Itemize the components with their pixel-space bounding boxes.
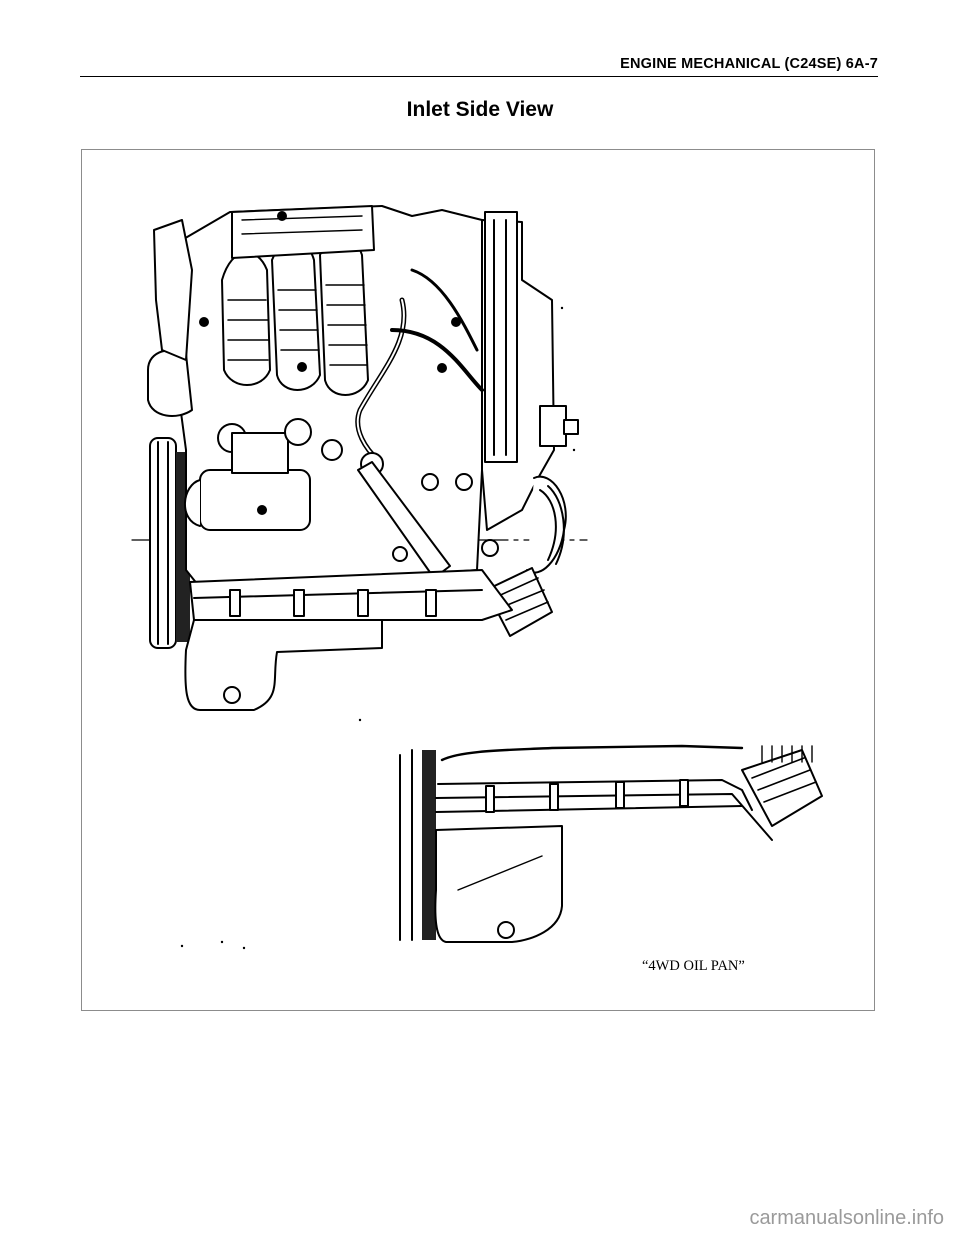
engine-illustration: [131, 205, 823, 950]
running-head: ENGINE MECHANICAL (C24SE) 6A-7: [620, 56, 878, 72]
figure-frame: “4WD OIL PAN”: [81, 149, 875, 1011]
watermark: carmanualsonline.info: [749, 1207, 944, 1229]
header-rule: [80, 76, 878, 77]
figure-caption: “4WD OIL PAN”: [642, 958, 745, 974]
page-title: Inlet Side View: [406, 98, 554, 121]
